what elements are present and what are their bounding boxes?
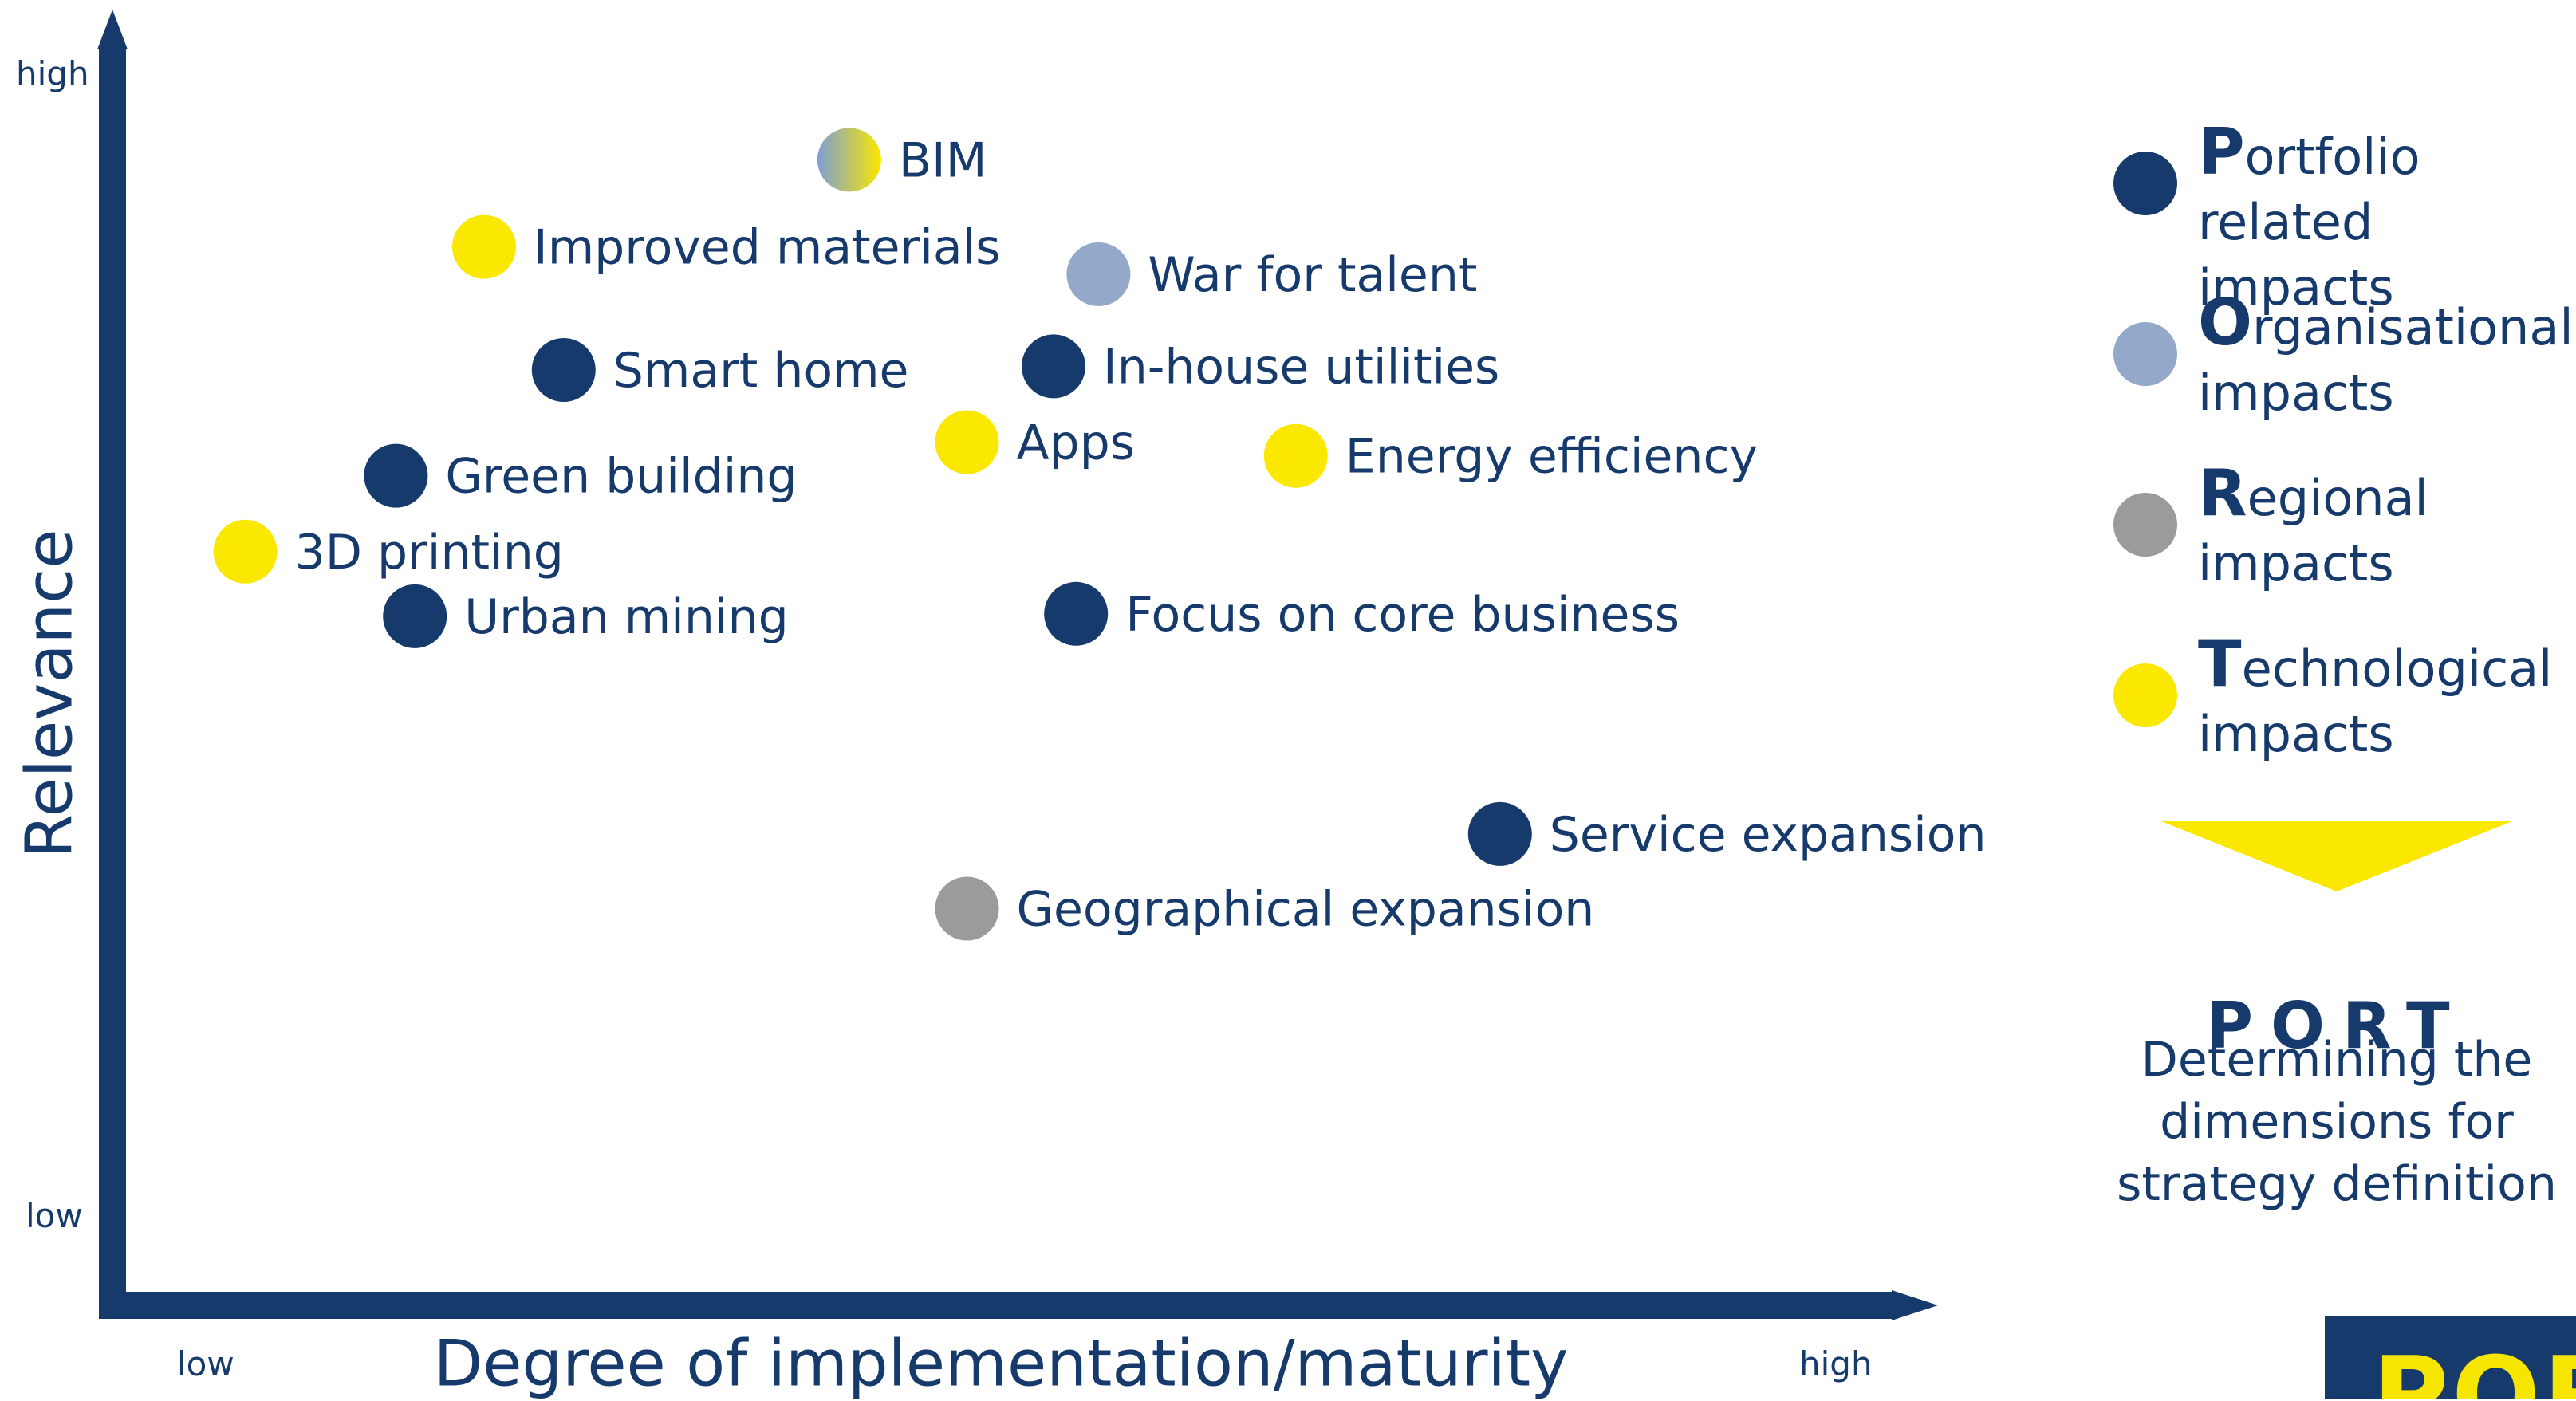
legend-initial: T — [2198, 627, 2242, 701]
legend-item-portfolio: Portfolio related impacts — [2113, 120, 2576, 317]
point-3d-printing — [213, 519, 278, 584]
point-label-service-expansion: Service expansion — [1550, 807, 1987, 863]
legend-rest: egional — [2247, 469, 2428, 527]
x-tick-low: low — [177, 1344, 234, 1383]
legend-text-organisational: Organisational impacts — [2198, 290, 2574, 426]
point-green-building — [364, 443, 428, 508]
point-label-bim: BIM — [899, 132, 987, 188]
y-tick-high: high — [16, 54, 89, 93]
y-axis-arrowhead — [97, 10, 128, 49]
legend-line2: impacts — [2198, 705, 2394, 763]
down-arrow-icon — [2161, 821, 2512, 891]
legend-rest: rganisational — [2252, 298, 2574, 356]
legend-line2: impacts — [2198, 534, 2394, 592]
point-service-expansion — [1467, 801, 1532, 866]
port-title: PORT — [2206, 989, 2468, 1063]
legend-rest: ortfolio — [2244, 128, 2420, 186]
legend-line2: impacts — [2198, 364, 2394, 422]
point-label-3d-printing: 3D printing — [295, 525, 564, 580]
point-smart-home — [531, 338, 596, 402]
legend-dot-technological — [2113, 663, 2177, 727]
data-points: BIM Improved materials War for talentSmart… — [213, 128, 1987, 941]
point-label-focus-on-core-business: Focus on core business — [1125, 587, 1680, 643]
legend-initial: O — [2198, 285, 2253, 360]
point-energy-efficiency — [1263, 423, 1328, 488]
legend-dot-portfolio — [2113, 152, 2177, 215]
point-label-energy-efficiency: Energy efficiency — [1345, 429, 1758, 485]
company-logo: POR — [2325, 1316, 2576, 1399]
port-subtitle: Determining the dimensions for strategy … — [2117, 1032, 2557, 1212]
point-label-in-house-utilities: In-house utilities — [1103, 339, 1499, 395]
point-improved-materials — [452, 214, 516, 279]
x-axis-label: Degree of implementation/maturity — [433, 1326, 1569, 1401]
y-axis-label: Relevance — [12, 529, 87, 859]
legend-text-technological: Technological impacts — [2198, 632, 2552, 767]
point-label-improved-materials: Improved materials — [534, 220, 1001, 276]
point-bim — [817, 128, 881, 192]
x-axis-arrowhead — [1892, 1290, 1938, 1320]
point-label-smart-home: Smart home — [613, 343, 909, 399]
point-label-green-building: Green building — [445, 449, 797, 505]
legend-initial: P — [2198, 115, 2245, 189]
point-label-geographical-expansion: Geographical expansion — [1017, 882, 1595, 938]
legend-rest: echnological — [2241, 640, 2553, 698]
y-tick-low: low — [26, 1196, 83, 1235]
legend-item-organisational: Organisational impacts — [2113, 290, 2576, 450]
y-axis-line — [99, 48, 126, 1316]
point-focus-on-core-business — [1044, 581, 1109, 646]
point-label-war-for-talent: War for talent — [1148, 247, 1477, 303]
point-label-urban-mining: Urban mining — [464, 589, 788, 645]
logo-text: POR — [2373, 1334, 2576, 1399]
point-apps — [935, 410, 999, 474]
axes — [97, 10, 1938, 1320]
x-tick-high: high — [1799, 1344, 1873, 1383]
legend-text-regional: Regional impacts — [2198, 461, 2428, 596]
legend-item-technological: Technological impacts — [2113, 632, 2576, 791]
point-geographical-expansion — [935, 876, 999, 941]
legend-dot-regional — [2113, 493, 2177, 557]
legend-item-regional: Regional impacts — [2113, 461, 2576, 620]
legend-dot-organisational — [2113, 322, 2177, 386]
point-urban-mining — [383, 584, 447, 648]
legend-line2: related impacts — [2198, 193, 2394, 317]
point-label-apps: Apps — [1017, 415, 1135, 471]
legend-text-portfolio: Portfolio related impacts — [2198, 120, 2576, 321]
point-in-house-utilities — [1022, 334, 1085, 399]
x-axis-line — [99, 1292, 1893, 1319]
legend-initial: R — [2198, 456, 2247, 530]
point-war-for-talent — [1066, 242, 1131, 306]
